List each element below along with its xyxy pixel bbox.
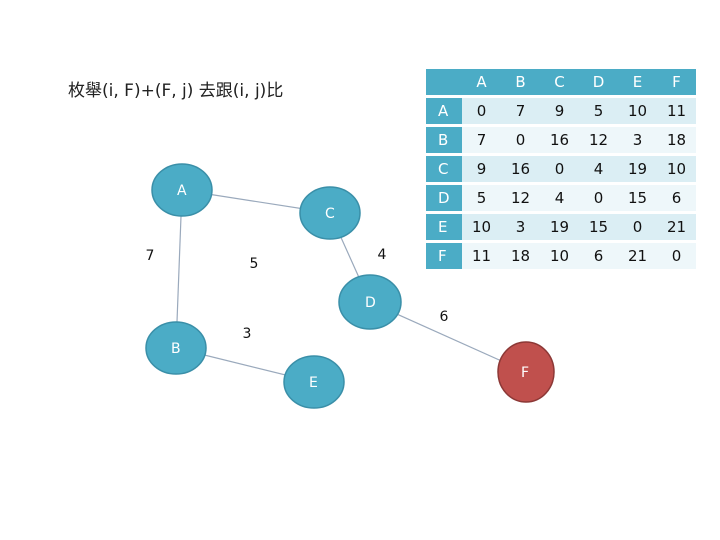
cell-F-A: 11 <box>462 243 501 269</box>
cell-C-C: 0 <box>540 156 579 182</box>
row-header-F: F <box>426 243 462 269</box>
cell-C-D: 4 <box>579 156 618 182</box>
cell-E-B: 3 <box>501 214 540 240</box>
node-label-A: A <box>177 183 187 199</box>
cell-E-E: 0 <box>618 214 657 240</box>
cell-F-C: 10 <box>540 243 579 269</box>
cell-B-D: 12 <box>579 127 618 153</box>
cell-B-B: 0 <box>501 127 540 153</box>
node-E <box>283 355 345 409</box>
cell-B-E: 3 <box>618 127 657 153</box>
row-header-B: B <box>426 127 462 153</box>
cell-C-B: 16 <box>501 156 540 182</box>
column-header-E: E <box>618 69 657 95</box>
edge-weight-B-E: 3 <box>243 326 252 342</box>
column-header-D: D <box>579 69 618 95</box>
page-title: 枚舉(i, F)+(F, j) 去跟(i, j)比 <box>68 81 284 101</box>
cell-D-A: 5 <box>462 185 501 211</box>
node-label-C: C <box>325 206 335 222</box>
cell-E-D: 15 <box>579 214 618 240</box>
node-label-D: D <box>365 295 376 311</box>
node-D <box>338 274 402 330</box>
column-header-B: B <box>501 69 540 95</box>
cell-A-E: 10 <box>618 98 657 124</box>
cell-B-F: 18 <box>657 127 696 153</box>
cell-D-B: 12 <box>501 185 540 211</box>
cell-D-F: 6 <box>657 185 696 211</box>
cell-E-C: 19 <box>540 214 579 240</box>
node-C <box>299 186 361 240</box>
row-header-A: A <box>426 98 462 124</box>
node-label-F: F <box>521 365 529 381</box>
edge-weight-A-B: 7 <box>146 248 155 264</box>
cell-F-E: 21 <box>618 243 657 269</box>
column-header-F: F <box>657 69 696 95</box>
cell-F-B: 18 <box>501 243 540 269</box>
cell-A-C: 9 <box>540 98 579 124</box>
cell-C-F: 10 <box>657 156 696 182</box>
matrix-corner-cell <box>426 69 462 95</box>
row-header-E: E <box>426 214 462 240</box>
cell-A-A: 0 <box>462 98 501 124</box>
node-label-E: E <box>309 375 318 391</box>
column-header-C: C <box>540 69 579 95</box>
edge-weight-A-C: 5 <box>250 256 259 272</box>
cell-B-A: 7 <box>462 127 501 153</box>
node-label-B: B <box>171 341 181 357</box>
cell-E-F: 21 <box>657 214 696 240</box>
cell-A-F: 11 <box>657 98 696 124</box>
cell-C-A: 9 <box>462 156 501 182</box>
edge-weight-C-D: 4 <box>378 247 387 263</box>
cell-F-F: 0 <box>657 243 696 269</box>
cell-A-B: 7 <box>501 98 540 124</box>
edge-weight-D-F: 6 <box>440 309 449 325</box>
cell-C-E: 19 <box>618 156 657 182</box>
cell-A-D: 5 <box>579 98 618 124</box>
row-header-D: D <box>426 185 462 211</box>
cell-D-E: 15 <box>618 185 657 211</box>
node-F <box>497 341 555 403</box>
node-B <box>145 321 207 375</box>
cell-F-D: 6 <box>579 243 618 269</box>
cell-E-A: 10 <box>462 214 501 240</box>
cell-D-D: 0 <box>579 185 618 211</box>
cell-D-C: 4 <box>540 185 579 211</box>
column-header-A: A <box>462 69 501 95</box>
node-A <box>151 163 213 217</box>
row-header-C: C <box>426 156 462 182</box>
cell-B-C: 16 <box>540 127 579 153</box>
